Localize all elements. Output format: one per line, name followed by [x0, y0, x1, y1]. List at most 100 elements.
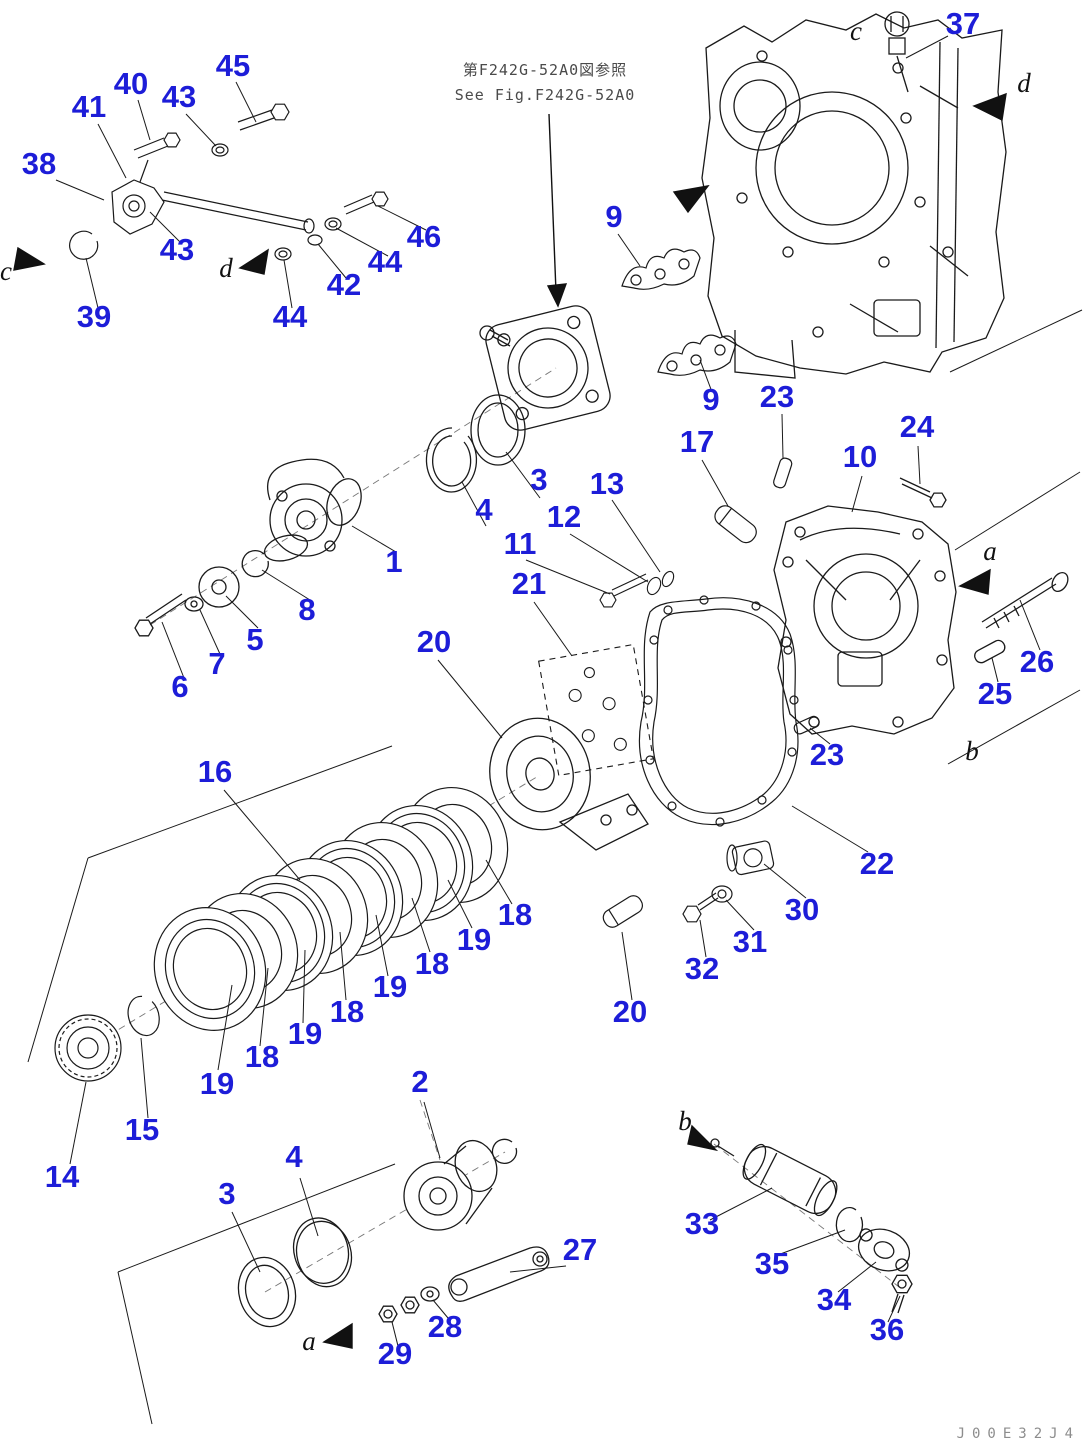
view-b-arrow-bottom	[687, 1124, 719, 1152]
view-a-arrow-bottom	[322, 1322, 353, 1349]
part-number-label: 44	[368, 244, 403, 279]
part-number-label: 23	[810, 737, 844, 772]
part-number-label: 20	[417, 624, 451, 659]
hub-gear-14	[54, 1014, 122, 1082]
clutch-pack-drawing	[54, 786, 509, 1082]
view-d-arrow-left	[238, 248, 269, 275]
shaft-group-drawing	[710, 1138, 913, 1314]
part-number-label: 21	[512, 566, 546, 601]
drawing-number-watermark: J00E32J4	[956, 1426, 1080, 1442]
view-c-arrow-left	[13, 246, 46, 271]
part-number-label: 29	[378, 1336, 412, 1371]
part-number-label: 19	[373, 969, 407, 1004]
part-number-label: 25	[978, 676, 1012, 711]
part-number-label: 36	[870, 1312, 904, 1347]
snap-ring-35	[835, 1207, 864, 1243]
view-d-arrow-top	[972, 92, 1007, 122]
part-number-label: 24	[900, 409, 935, 444]
reference-arrows	[13, 92, 1007, 1349]
part-number-label: 10	[843, 439, 877, 474]
part-number-label: 37	[946, 6, 980, 41]
part-number-label: 18	[330, 994, 364, 1029]
part-number-label: 31	[733, 924, 767, 959]
part-number-label: 40	[114, 66, 148, 101]
part-number-label: 28	[428, 1309, 462, 1344]
part-number-label: 7	[208, 646, 225, 681]
part-number-label: 3	[218, 1176, 235, 1211]
housing-cover-drawing	[773, 477, 1069, 735]
view-letter-label: a	[983, 536, 997, 566]
part-number-label: 4	[475, 492, 493, 527]
part-number-label: 4	[285, 1139, 303, 1174]
part-number-label: 13	[590, 466, 624, 501]
part-number-label: 11	[504, 526, 537, 561]
frame-lines	[27, 309, 1083, 1425]
part-number-label: 35	[755, 1246, 789, 1281]
figure-reference: 第F242G-52A0図参照 See Fig.F242G-52A0	[412, 58, 678, 108]
gasket-drawing	[638, 595, 799, 827]
transmission-case-drawing	[701, 11, 1007, 379]
part-number-label: 19	[457, 922, 491, 957]
part-number-label: 14	[45, 1159, 80, 1194]
view-letter-label: a	[302, 1326, 316, 1356]
pins-drawing	[714, 457, 820, 735]
part-number-label: 16	[198, 754, 232, 789]
part-number-label: 43	[162, 79, 196, 114]
part-number-label: 18	[415, 946, 449, 981]
part-number-label: 20	[613, 994, 647, 1029]
case-pointer-arrow	[672, 184, 710, 214]
part-number-label: 34	[817, 1282, 852, 1317]
part-number-label: 8	[298, 592, 315, 627]
o-ring-8	[241, 550, 269, 578]
part-number-label: 17	[680, 424, 714, 459]
part-number-label: 30	[785, 892, 819, 927]
snap-ring-15	[127, 995, 160, 1037]
part-number-label: 18	[245, 1039, 279, 1074]
part-number-label: 9	[702, 382, 719, 417]
figure-reference-jp: 第F242G-52A0図参照	[462, 61, 628, 79]
part-number-label: 9	[605, 199, 622, 234]
part-number-label: 26	[1020, 644, 1054, 679]
view-letter-label: b	[965, 736, 979, 766]
part-number-label: 44	[273, 299, 308, 334]
view-letter-label: b	[678, 1106, 692, 1136]
part-number-label: 15	[125, 1112, 159, 1147]
part-number-label: 38	[22, 146, 56, 181]
part-number-label: 42	[327, 267, 361, 302]
part-number-label: 5	[246, 622, 263, 657]
part-number-label: 32	[685, 951, 719, 986]
part-number-label: 12	[547, 499, 581, 534]
view-a-arrow-right	[958, 568, 991, 595]
figure-reference-en: See Fig.F242G-52A0	[454, 86, 636, 104]
view-letter-label: d	[1017, 68, 1031, 98]
stopper-group-drawing	[602, 840, 775, 928]
part-number-label: 27	[563, 1232, 597, 1267]
plate-and-bolt-drawing	[538, 570, 675, 777]
part-number-label: 46	[407, 219, 441, 254]
part-number-label: 45	[216, 48, 250, 83]
part-number-label: 1	[385, 544, 402, 579]
breather-plug-37	[884, 11, 910, 93]
view-letter-label: c	[850, 16, 862, 46]
part-number-label: 19	[200, 1066, 234, 1101]
part-number-label: 41	[72, 89, 106, 124]
part-number-label: 23	[760, 379, 794, 414]
bearing-cover-drawing	[489, 717, 649, 851]
part-number-label: 3	[530, 462, 547, 497]
view-letter-label: c	[0, 256, 12, 286]
view-letter-label: d	[219, 253, 233, 283]
leader-lines	[55, 35, 1041, 1347]
part-number-label: 39	[77, 299, 111, 334]
shift-linkage-drawing	[69, 103, 389, 261]
part-number-label: 19	[288, 1016, 322, 1051]
part-number-label: 22	[860, 846, 894, 881]
snap-ring-39	[69, 230, 99, 260]
part-number-label: 33	[685, 1206, 719, 1241]
part-number-label: 18	[498, 897, 532, 932]
fork-parts-drawing	[621, 248, 737, 376]
coupling-group-drawing	[237, 1138, 550, 1328]
part-number-label: 2	[411, 1064, 428, 1099]
